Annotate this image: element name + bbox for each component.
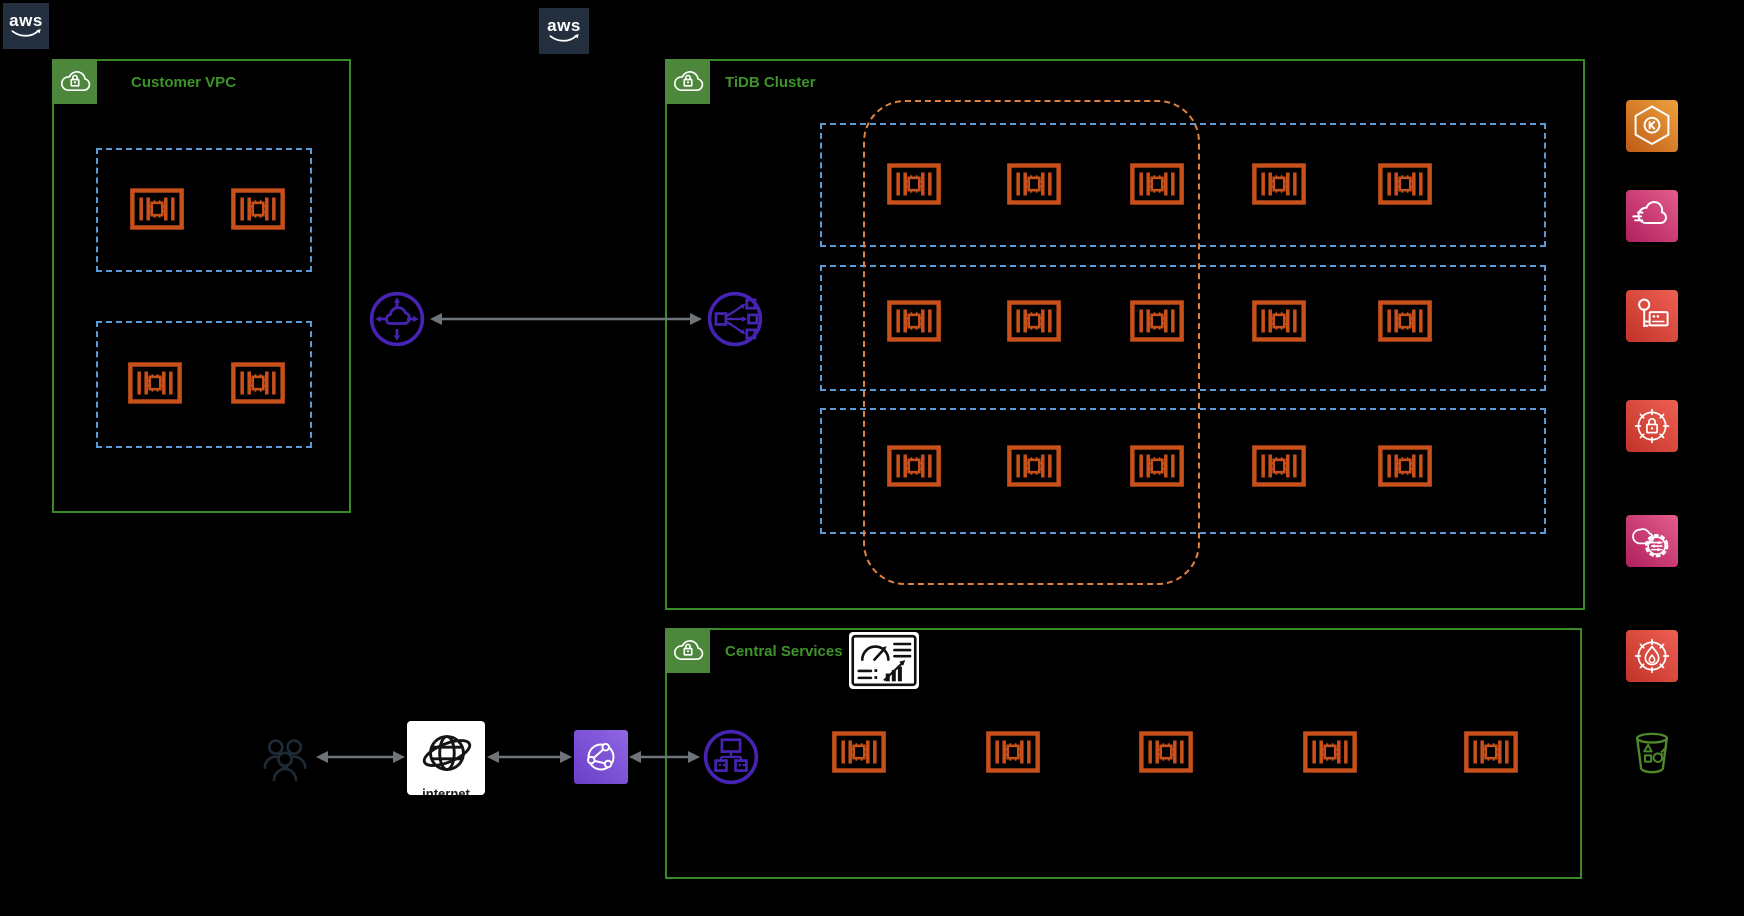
aws-smile-icon (549, 33, 579, 42)
aws-logo-text: aws (9, 10, 43, 30)
customer-vpc-box (52, 59, 351, 513)
systems-manager-icon (1626, 515, 1678, 567)
vpc-icon (665, 59, 710, 104)
tidb-container-icon (1376, 444, 1434, 488)
vpc-icon (52, 59, 97, 104)
scaling-group-outline (863, 100, 1200, 585)
tidb-container-icon (885, 299, 943, 343)
central-container-icon (1462, 730, 1520, 774)
central-container-icon (830, 730, 888, 774)
tidb-container-icon (1250, 444, 1308, 488)
customer-container-icon (229, 361, 287, 405)
central-container-icon (984, 730, 1042, 774)
customer-subnet-2 (96, 321, 312, 448)
central-services-label: Central Services (725, 643, 843, 660)
customer-vpc-label: Customer VPC (131, 74, 237, 91)
tidb-subnet-row-3 (820, 408, 1546, 534)
cloudfront-icon (1626, 190, 1678, 242)
internet-label: internet (422, 786, 470, 795)
tidb-container-icon (1376, 162, 1434, 206)
tidb-container-icon (1250, 299, 1308, 343)
customer-subnet-1 (96, 148, 312, 272)
certificate-manager-icon (1626, 400, 1678, 452)
vpc-icon (665, 628, 710, 673)
tidb-container-icon (885, 444, 943, 488)
customer-container-icon (229, 187, 287, 231)
tidb-container-icon (1250, 162, 1308, 206)
central-services-box (665, 628, 1582, 879)
tidb-container-icon (1128, 162, 1186, 206)
tidb-cluster-box (665, 59, 1585, 610)
aws-logo: aws (539, 8, 589, 54)
central-container-icon (1301, 730, 1359, 774)
customer-container-icon (126, 361, 184, 405)
tidb-container-icon (1128, 444, 1186, 488)
firewall-manager-icon (1626, 630, 1678, 682)
central-container-icon (1137, 730, 1195, 774)
tidb-container-icon (1005, 162, 1063, 206)
tidb-subnet-row-2 (820, 265, 1546, 391)
aws-smile-icon (11, 28, 41, 37)
eks-icon (1626, 100, 1678, 152)
secrets-manager-icon (1626, 290, 1678, 342)
tidb-container-icon (1005, 444, 1063, 488)
tidb-container-icon (1376, 299, 1434, 343)
aws-logo-text: aws (547, 15, 581, 35)
internet-gateway: internet (407, 721, 485, 795)
tidb-container-icon (1128, 299, 1186, 343)
tidb-container-icon (1005, 299, 1063, 343)
dashboard-icon (849, 632, 919, 689)
s3-bucket-icon (1626, 727, 1678, 779)
elastic-load-balancing-icon (574, 730, 628, 784)
tidb-container-icon (885, 162, 943, 206)
customer-container-icon (128, 187, 186, 231)
aws-logo: aws (3, 3, 49, 49)
tidb-cluster-label: TiDB Cluster (725, 74, 816, 91)
